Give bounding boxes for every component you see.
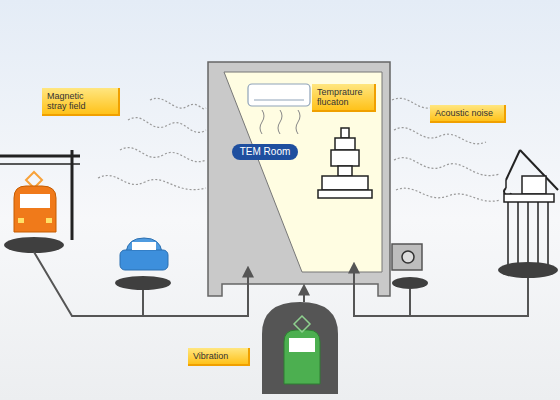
vibration-path xyxy=(409,289,411,316)
microscope xyxy=(338,166,352,176)
train-window xyxy=(20,194,50,208)
magnetic-wave xyxy=(120,148,206,162)
crane xyxy=(517,202,519,266)
acoustic-wave xyxy=(392,98,500,201)
air-flow xyxy=(260,110,300,134)
acoustic-wave xyxy=(394,128,486,144)
train-base xyxy=(4,237,64,253)
tunnel xyxy=(262,302,338,394)
air-flow xyxy=(296,110,300,134)
magnetic-wave xyxy=(150,98,206,109)
label-text: Temprature flucaton xyxy=(317,87,369,107)
microscope xyxy=(318,128,372,198)
room-window xyxy=(224,72,382,272)
acoustic-wave xyxy=(394,158,500,176)
vibration-path xyxy=(34,252,248,316)
train xyxy=(14,186,56,232)
air-flow xyxy=(278,110,282,134)
label-text: TEM Room xyxy=(240,146,291,157)
pump-base xyxy=(392,277,428,289)
train-light xyxy=(18,218,24,223)
room-badge: TEM Room xyxy=(232,144,298,160)
car xyxy=(120,250,168,270)
acoustic-wave xyxy=(396,188,500,201)
catenary xyxy=(0,155,80,158)
vibration-path xyxy=(142,290,144,316)
crane xyxy=(527,202,529,266)
temperature-tag: Temprature flucaton xyxy=(312,84,376,112)
pump xyxy=(392,244,422,270)
label-text: Magnetic stray field xyxy=(47,91,99,111)
crane xyxy=(504,194,554,202)
crane xyxy=(508,202,548,266)
crane-base xyxy=(498,262,558,278)
stray-field-tag: Magnetic stray field xyxy=(42,88,120,116)
label-text: Acoustic noise xyxy=(435,108,499,118)
crane xyxy=(505,180,507,188)
air-conditioner xyxy=(248,84,310,106)
crane xyxy=(507,202,509,266)
microscope xyxy=(341,128,349,138)
vibration-path xyxy=(303,286,305,302)
train-window xyxy=(289,338,315,352)
label-text: Vibration xyxy=(193,351,243,361)
air-flow xyxy=(260,110,264,134)
pantograph xyxy=(294,316,310,332)
crane xyxy=(504,150,558,266)
crane xyxy=(522,176,546,194)
crane xyxy=(547,202,549,266)
catenary xyxy=(0,150,80,240)
pump-wheel xyxy=(402,251,414,263)
magnetic-wave xyxy=(128,118,206,133)
car-base xyxy=(115,276,171,290)
crane xyxy=(506,150,520,180)
air-conditioner-vent xyxy=(254,100,304,101)
microscope xyxy=(335,138,355,150)
catenary xyxy=(0,163,80,165)
vibration-path xyxy=(34,252,528,316)
car-window xyxy=(132,242,156,250)
crane xyxy=(537,202,539,266)
noise-tag: Acoustic noise xyxy=(430,105,506,123)
catenary xyxy=(71,150,74,240)
subway-train xyxy=(284,330,320,384)
microscope xyxy=(322,176,368,190)
magnetic-wave xyxy=(98,176,206,190)
microscope xyxy=(318,190,372,198)
building xyxy=(208,62,390,296)
train-light xyxy=(46,218,52,223)
vibration-path xyxy=(354,264,528,316)
microscope xyxy=(331,150,359,166)
vibration-tag: Vibration xyxy=(188,348,250,366)
